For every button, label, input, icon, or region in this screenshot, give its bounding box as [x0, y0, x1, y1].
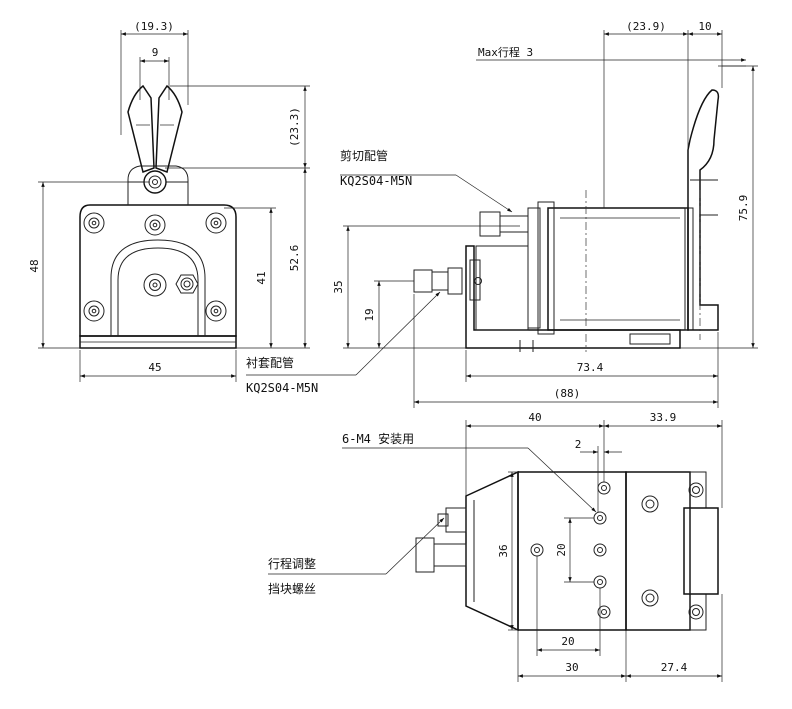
dim-port-lower: 19 [363, 308, 376, 321]
dim-stroke-offset: 10 [698, 20, 711, 33]
sleeve-pipe-part: KQ2S04-M5N [246, 381, 318, 395]
sleeve-pipe-title: 衬套配管 [246, 355, 294, 370]
stroke-adjust-line1: 行程调整 [268, 556, 316, 571]
side-dims: (23.9) 10 Max行程 3 75.9 35 19 73 [332, 20, 758, 408]
dim-overall-height: 52.6 [288, 245, 301, 272]
dim-base-length: 73.4 [577, 361, 604, 374]
dim-side-overall-height: 75.9 [737, 195, 750, 222]
front-view: (19.3) 9 (23.3) 52.6 48 41 [28, 20, 310, 382]
mount-holes-label: 6-M4 安装用 [342, 431, 414, 446]
dim-body-width: 45 [148, 361, 161, 374]
top-view: 40 33.9 2 36 20 20 [268, 411, 723, 682]
dim-pivot-height: 41 [255, 271, 268, 284]
cut-pipe-title: 剪切配管 [340, 148, 388, 163]
dim-overall-length: (88) [554, 387, 581, 400]
dim-port-upper: 35 [332, 280, 345, 293]
top-callouts: 6-M4 安装用 行程调整 挡块螺丝 [268, 431, 597, 596]
dim-jaw-open-width: (19.3) [134, 20, 174, 33]
dim-width-40: 40 [528, 411, 541, 424]
dim-width-33-9: 33.9 [650, 411, 677, 424]
dim-height-36: 36 [497, 544, 510, 557]
dim-width-30: 30 [565, 661, 578, 674]
dim-jaw-gap: 9 [152, 46, 159, 59]
cut-pipe-part: KQ2S04-M5N [340, 174, 412, 188]
top-dims: 40 33.9 2 36 20 20 [465, 411, 723, 682]
dim-offset-2: 2 [575, 438, 582, 451]
stroke-adjust-line2: 挡块螺丝 [268, 582, 316, 596]
dim-width-27-4: 27.4 [661, 661, 688, 674]
dim-pitch-20-v: 20 [555, 543, 568, 556]
front-body [79, 84, 237, 349]
mount-holes [530, 481, 611, 619]
side-callouts: 剪切配管 KQ2S04-M5N 衬套配管 KQ2S04-M5N [246, 148, 513, 395]
dim-jaw-height: (23.3) [288, 107, 301, 147]
side-view: (23.9) 10 Max行程 3 75.9 35 19 73 [246, 20, 758, 408]
dim-body-height: 48 [28, 259, 41, 272]
dim-pitch-20-h: 20 [561, 635, 574, 648]
dim-cylinder-length: (23.9) [626, 20, 666, 33]
front-dims: (19.3) 9 (23.3) 52.6 48 41 [28, 20, 310, 382]
dim-max-stroke: Max行程 3 [478, 46, 533, 59]
